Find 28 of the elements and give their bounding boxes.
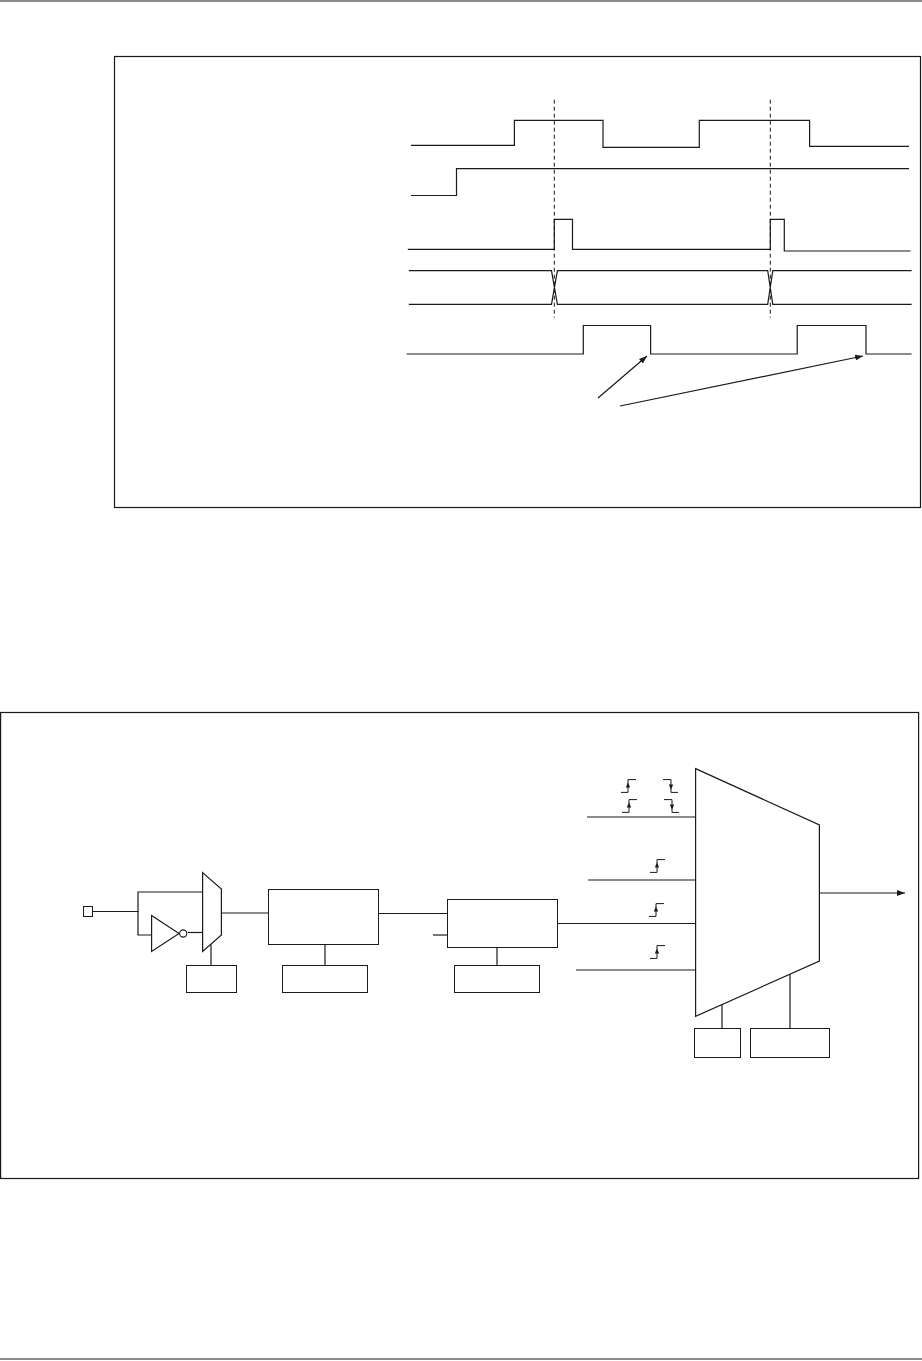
connector-line [575,969,696,971]
block-box [282,965,368,993]
inverter-symbol [151,915,188,952]
connector-line [378,912,448,915]
block-box [268,889,379,945]
connector-line [721,1004,723,1029]
pulse-waveform [406,324,913,356]
pin-pad [83,906,93,917]
block-box [186,965,237,993]
connector-line [324,944,326,966]
leader-arrow [597,355,648,399]
connector-line [210,943,212,966]
connector-line [221,912,269,914]
block-box [750,1028,830,1058]
block-box [454,965,540,993]
leader-arrow [619,354,864,407]
block-box [694,1028,741,1058]
multiplexer-symbol [695,768,820,1017]
connector-line [586,816,696,818]
connector-line [557,922,696,925]
multiplexer-symbol [202,872,222,952]
block-box [447,899,558,948]
connector-line [92,910,152,936]
arrow [819,890,906,896]
connector-line [496,947,498,966]
connector-line [432,934,448,936]
connector-line [587,879,696,881]
connector-line [789,973,791,1029]
